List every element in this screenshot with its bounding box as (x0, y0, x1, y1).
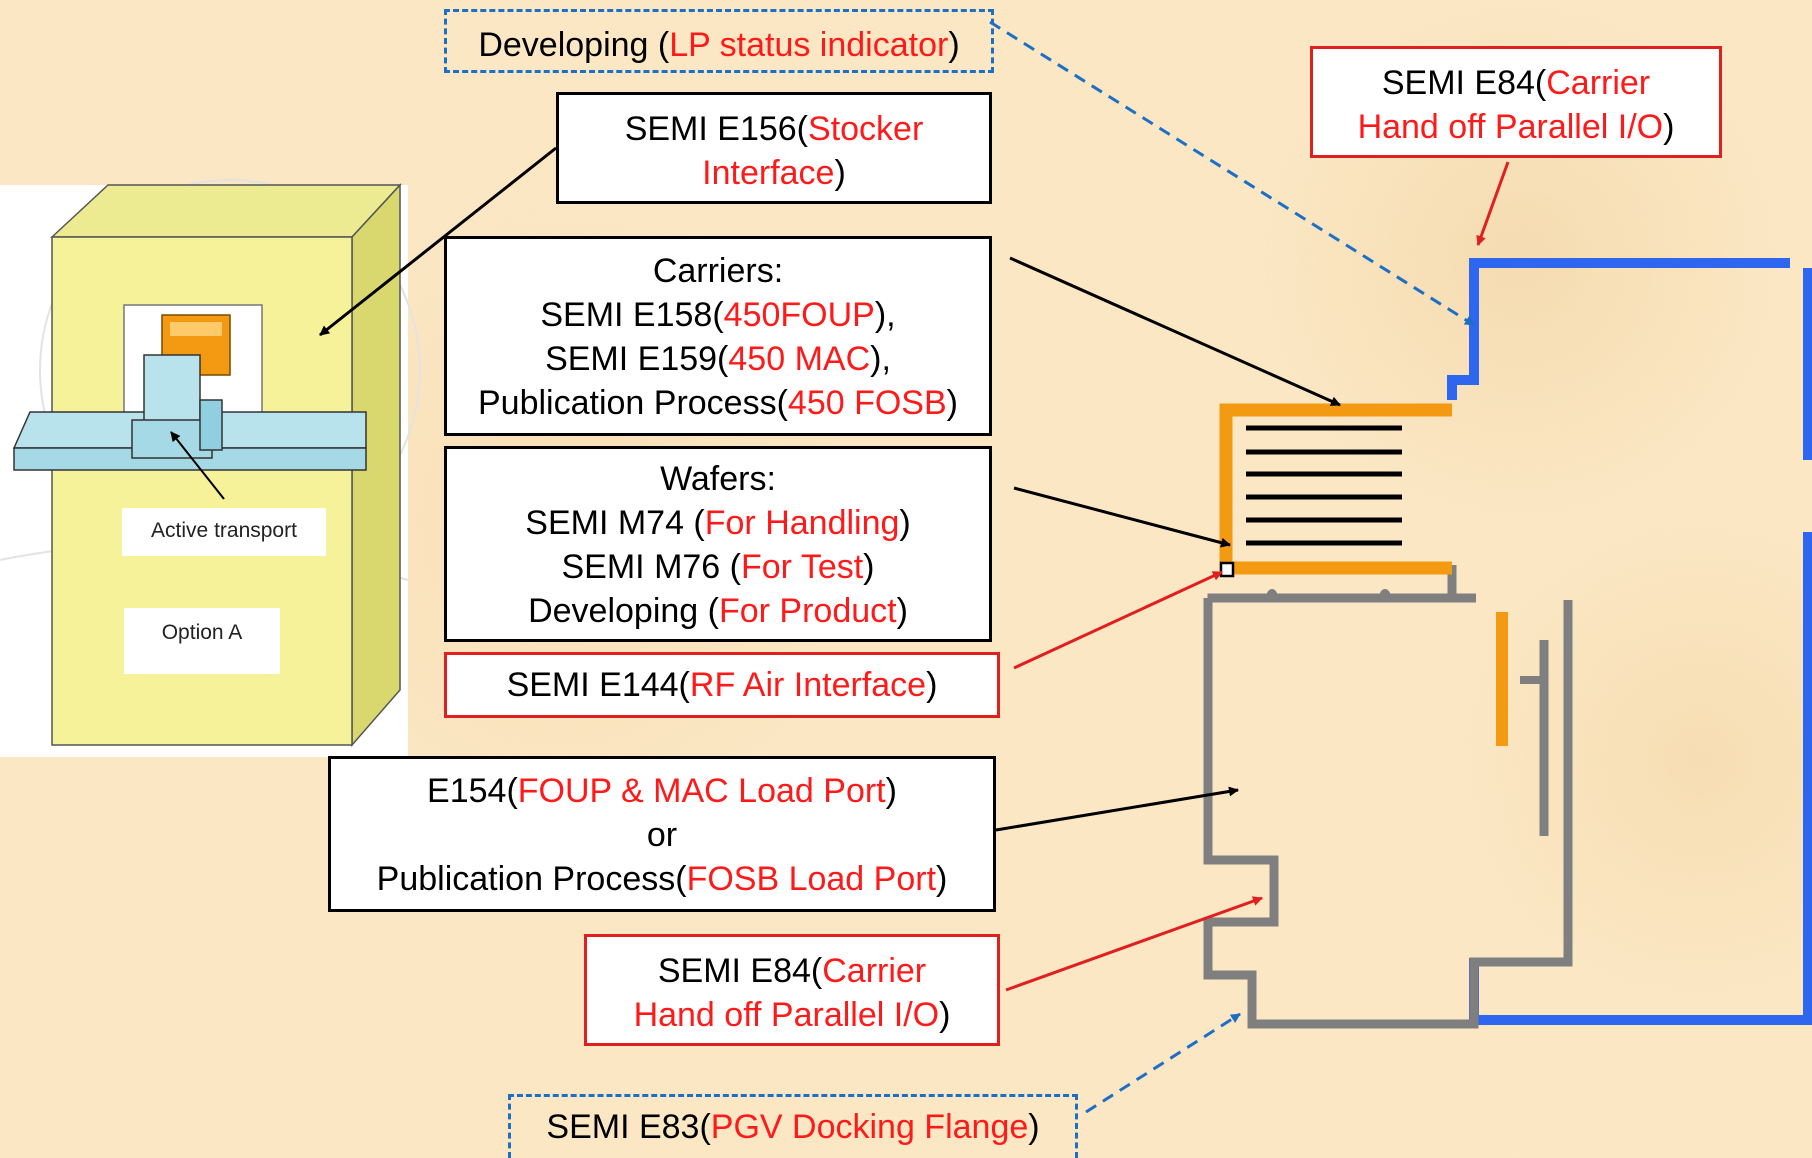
e84-bottom-suffix: ) (939, 996, 951, 1034)
carriers-line1-highlight: 450FOUP (723, 296, 875, 334)
wafers-line3-prefix: Developing ( (528, 592, 719, 630)
e84-top-highlight-2: Hand off Parallel I/O (1357, 108, 1664, 146)
carriers-line3-prefix: Publication Process( (478, 384, 788, 422)
lp-status-prefix: Developing ( (478, 26, 670, 64)
e154-line2: or (646, 816, 678, 854)
lp-status-suffix: ) (948, 26, 960, 64)
e154-label: E154(FOUP & MAC Load Port) or Publicatio… (328, 756, 996, 912)
wafers-line2-suffix: ) (863, 548, 875, 586)
e144-highlight: RF Air Interface (689, 666, 927, 704)
carriers-line2-suffix: ), (870, 340, 891, 378)
carriers-line1-suffix: ), (874, 296, 896, 334)
e154-line3-highlight: FOSB Load Port (686, 860, 937, 898)
wafers-line1-suffix: ) (899, 504, 911, 542)
wafers-heading: Wafers: (660, 460, 776, 498)
carriers-line1-prefix: SEMI E158( (540, 296, 724, 334)
e84-top-highlight-1: Carrier (1546, 64, 1651, 102)
e84-top-prefix: SEMI E84( (1381, 64, 1547, 102)
wafers-line2-prefix: SEMI M76 ( (561, 548, 741, 586)
e84-bottom-highlight-1: Carrier (822, 952, 927, 990)
e84-bottom-label: SEMI E84(Carrier Hand off Parallel I/O) (584, 934, 1000, 1046)
e83-prefix: SEMI E83( (546, 1108, 711, 1146)
e156-highlight-1: Stocker (808, 110, 924, 148)
carriers-line2-highlight: 450 MAC (728, 340, 871, 378)
wafers-label: Wafers: SEMI M74 (For Handling) SEMI M76… (444, 446, 992, 642)
carriers-line2-prefix: SEMI E159( (545, 340, 729, 378)
e154-line3-suffix: ) (936, 860, 948, 898)
load-port-structure (1203, 258, 1812, 1029)
e84-top-suffix: ) (1663, 108, 1675, 146)
e84-top-label: SEMI E84(Carrier Hand off Parallel I/O) (1310, 46, 1722, 158)
lp-status-highlight: LP status indicator (669, 26, 949, 64)
wafers-line1-highlight: For Handling (704, 504, 900, 542)
e84-bottom-highlight-2: Hand off Parallel I/O (633, 996, 940, 1034)
e154-line3-prefix: Publication Process( (376, 860, 687, 898)
e144-prefix: SEMI E144( (506, 666, 690, 704)
carriers-heading: Carriers: (652, 252, 784, 290)
e154-line1-prefix: E154( (427, 772, 518, 810)
e84-bottom-prefix: SEMI E84( (657, 952, 823, 990)
e156-highlight-2: Interface (702, 154, 835, 192)
e144-label: SEMI E144(RF Air Interface) (444, 652, 1000, 718)
carriers-line3-suffix: ) (946, 384, 958, 422)
option-a-label: Option A (161, 621, 243, 644)
e83-label: SEMI E83(PGV Docking Flange) (508, 1094, 1078, 1158)
e156-prefix: SEMI E156( (624, 110, 809, 148)
e154-line1-suffix: ) (885, 772, 897, 810)
e83-highlight: PGV Docking Flange (710, 1108, 1029, 1146)
wafers-line3-suffix: ) (896, 592, 908, 630)
carriers-label: Carriers: SEMI E158(450FOUP), SEMI E159(… (444, 236, 992, 436)
carriers-line3-highlight: 450 FOSB (787, 384, 947, 422)
e156-label: SEMI E156(Stocker Interface) (556, 92, 992, 204)
wafers-line1-prefix: SEMI M74 ( (525, 504, 705, 542)
active-transport-label: Active transport (151, 519, 297, 542)
wafers-line2-highlight: For Test (740, 548, 864, 586)
e156-suffix: ) (834, 154, 846, 192)
e144-suffix: ) (926, 666, 938, 704)
wafers-line3-highlight: For Product (718, 592, 897, 630)
connector-arrows (319, 20, 1510, 1114)
lp-status-label: Developing (LP status indicator) (444, 9, 994, 73)
e154-line1-highlight: FOUP & MAC Load Port (517, 772, 886, 810)
e83-suffix: ) (1028, 1108, 1040, 1146)
stocker-inset (0, 179, 421, 757)
